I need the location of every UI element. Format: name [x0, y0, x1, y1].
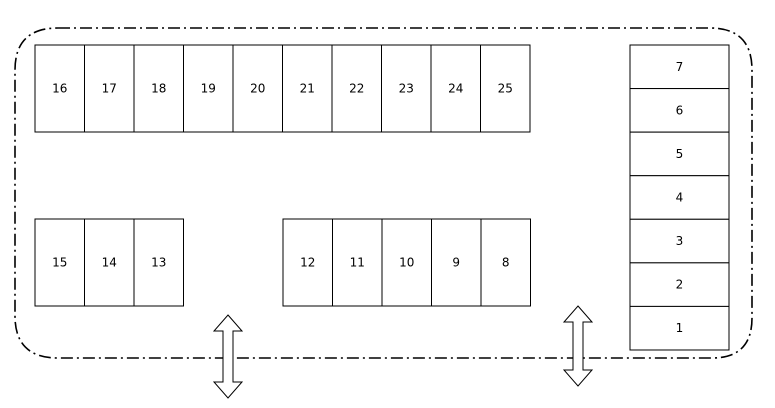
parking-slot-box: [480, 218, 531, 307]
parking-slot: 23: [381, 44, 432, 133]
parking-slot-number: 7: [676, 60, 684, 74]
parking-slot: 6: [629, 88, 730, 133]
parking-slot: 13: [133, 218, 184, 307]
lot-boundary: [14, 27, 753, 359]
parking-slot: 10: [381, 218, 432, 307]
parking-slot: 22: [331, 44, 382, 133]
parking-slot-box: [332, 218, 383, 307]
parking-slot-box: [133, 218, 184, 307]
parking-slot-box: [629, 175, 730, 220]
parking-slot-box: [629, 44, 730, 90]
parking-slot-number: 10: [399, 256, 414, 270]
parking-slot: 15: [34, 218, 85, 307]
parking-slot-number: 23: [399, 82, 414, 96]
parking-slot-box: [480, 44, 531, 133]
parking-slot-box: [629, 262, 730, 307]
parking-slot: 18: [133, 44, 184, 133]
parking-slot: 3: [629, 218, 730, 264]
parking-slot-box: [381, 44, 432, 133]
arrows-layer: [212, 305, 594, 399]
parking-slot-number: 8: [502, 256, 510, 270]
parking-slot-number: 22: [349, 82, 364, 96]
parking-slot-box: [232, 44, 283, 133]
parking-slot-number: 21: [300, 82, 315, 96]
parking-slot: 1: [629, 305, 730, 351]
parking-slot-number: 4: [676, 190, 684, 204]
parking-slot: 17: [84, 44, 135, 133]
parking-slot-number: 6: [676, 103, 684, 117]
parking-slot: 2: [629, 262, 730, 307]
parking-slot-number: 14: [102, 256, 117, 270]
parking-slot-box: [381, 218, 432, 307]
parking-slot: 19: [183, 44, 234, 133]
parking-slot-box: [282, 44, 333, 133]
parking-slot-number: 5: [676, 147, 684, 161]
parking-slot-box: [629, 88, 730, 133]
parking-slot-box: [84, 218, 135, 307]
parking-slot-number: 24: [448, 82, 463, 96]
parking-slot: 16: [34, 44, 85, 133]
parking-slot-box: [183, 44, 234, 133]
parking-slot: 4: [629, 175, 730, 220]
left-entrance-arrow-icon: [212, 314, 244, 399]
parking-slot-number: 17: [102, 82, 117, 96]
parking-slot-box: [629, 131, 730, 177]
parking-slot-number: 3: [676, 234, 684, 248]
parking-slot-number: 9: [452, 256, 460, 270]
parking-slot-number: 13: [151, 256, 166, 270]
parking-slot-number: 11: [350, 256, 365, 270]
parking-slot: 24: [430, 44, 481, 133]
parking-slot: 25: [480, 44, 531, 133]
parking-slot: 12: [282, 218, 333, 307]
right-entrance-arrow-icon: [562, 305, 594, 387]
parking-slot-number: 15: [52, 256, 67, 270]
parking-slot-box: [84, 44, 135, 133]
parking-slot-box: [431, 218, 482, 307]
parking-slot-number: 25: [498, 82, 513, 96]
parking-slot-number: 20: [250, 82, 265, 96]
parking-slot-box: [430, 44, 481, 133]
parking-slot-box: [34, 218, 85, 307]
parking-slot: 7: [629, 44, 730, 90]
parking-slot-box: [629, 305, 730, 351]
parking-slot-number: 16: [52, 82, 67, 96]
parking-slot-number: 19: [201, 82, 216, 96]
parking-slot: 21: [282, 44, 333, 133]
parking-slot-box: [34, 44, 85, 133]
parking-slot-box: [629, 218, 730, 264]
parking-slot: 20: [232, 44, 283, 133]
parking-slot: 9: [431, 218, 482, 307]
parking-slot-number: 2: [676, 278, 684, 292]
parking-slot-number: 1: [676, 321, 684, 335]
parking-slot-number: 12: [300, 256, 315, 270]
parking-slot: 8: [480, 218, 531, 307]
parking-slot: 14: [84, 218, 135, 307]
parking-slot-number: 18: [151, 82, 166, 96]
parking-slot: 5: [629, 131, 730, 177]
parking-slot: 11: [332, 218, 383, 307]
parking-slot-box: [331, 44, 382, 133]
